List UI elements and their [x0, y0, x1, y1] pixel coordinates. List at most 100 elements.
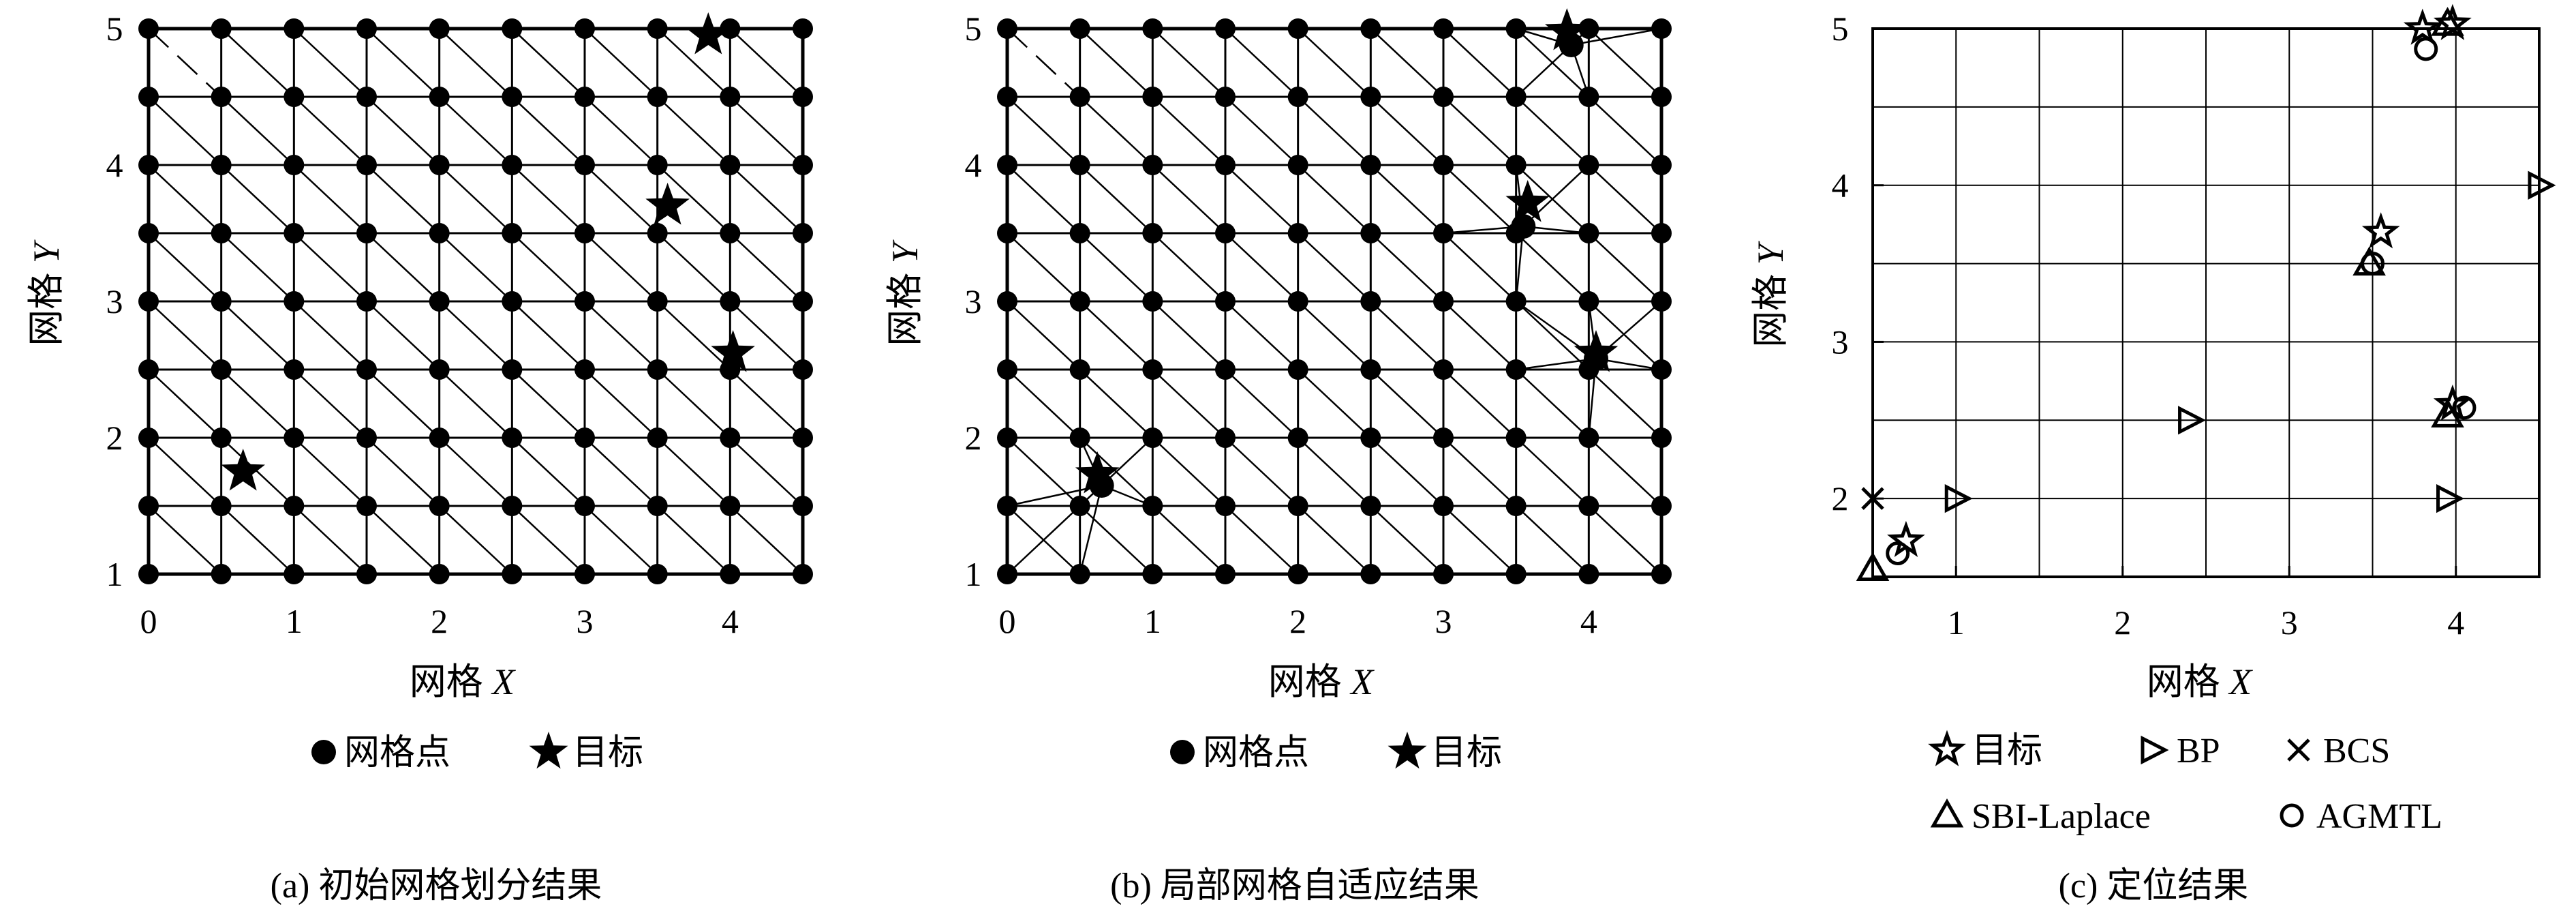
mesh-diagonal — [220, 437, 295, 507]
mesh-diagonal — [1152, 28, 1226, 98]
mesh-point — [574, 359, 595, 380]
mesh-point — [1505, 564, 1527, 584]
mesh-point — [720, 87, 741, 107]
mesh-point — [1215, 359, 1236, 380]
x-tick-label: 0 — [999, 602, 1016, 640]
mesh-point — [1142, 359, 1163, 380]
mesh-diagonal — [1443, 369, 1517, 438]
mesh-diagonal — [293, 505, 367, 575]
mesh-diagonal — [1443, 437, 1517, 507]
mesh-diagonal — [584, 164, 658, 234]
mesh-diagonal — [511, 96, 585, 166]
legend-label: SBI-Laplace — [1972, 797, 2151, 836]
mesh-point — [1433, 18, 1454, 39]
mesh-diagonal — [1515, 505, 1590, 575]
mesh-point — [1505, 291, 1527, 312]
mesh-diagonal — [729, 505, 803, 575]
marker-triangle-right — [2178, 406, 2207, 435]
mesh-diagonal — [220, 164, 295, 234]
x-tick-label: 1 — [286, 602, 303, 640]
target-star — [1545, 8, 1589, 50]
x-tick-label: 2 — [2114, 603, 2131, 642]
mesh-point — [429, 155, 450, 175]
mesh-diagonal — [438, 437, 513, 507]
mesh-diagonal — [1007, 233, 1081, 302]
mesh-diagonal — [220, 369, 295, 438]
mesh-point — [1287, 359, 1308, 380]
mesh-diagonal — [656, 505, 731, 575]
mesh-point — [1215, 223, 1236, 243]
mesh-point — [720, 223, 741, 243]
mesh-diagonal — [1152, 164, 1226, 234]
mesh-point — [1142, 87, 1163, 107]
x-tick-label: 2 — [431, 602, 448, 640]
mesh-point — [1142, 496, 1163, 516]
mesh-diagonal — [1297, 28, 1372, 98]
mesh-diagonal — [1225, 369, 1299, 438]
mesh-point — [356, 155, 377, 175]
mesh-diagonal — [366, 28, 440, 98]
mesh-point — [574, 428, 595, 448]
mesh-point — [793, 18, 813, 39]
mesh-point — [1069, 496, 1090, 516]
mesh-point — [1360, 359, 1381, 380]
mesh-point — [138, 87, 159, 107]
mesh-diagonal — [438, 301, 513, 370]
mesh-point — [356, 291, 377, 312]
mesh-diagonal — [656, 437, 731, 507]
mesh-diagonal — [220, 28, 295, 98]
mesh-point — [1360, 18, 1381, 39]
marker-circle — [2361, 252, 2385, 276]
x-tick-label: 4 — [722, 602, 739, 640]
mesh-point — [211, 87, 232, 107]
marker-triangle-right — [1944, 484, 1973, 513]
mesh-diagonal — [438, 505, 513, 575]
mesh-point — [1287, 564, 1308, 584]
mesh-point — [647, 155, 668, 175]
mesh-point — [283, 291, 305, 312]
y-tick-label: 2 — [1832, 479, 1849, 518]
y-axis-label: 网格 Y — [1750, 241, 1791, 348]
mesh-diagonal — [293, 28, 367, 98]
mesh-point — [1069, 291, 1090, 312]
mesh-diagonal — [511, 369, 585, 438]
mesh-diagonal — [1297, 369, 1372, 438]
mesh-point — [429, 87, 450, 107]
refinement-line — [1571, 27, 1662, 46]
mesh-diagonal — [511, 505, 585, 575]
legend-mesh-point-label: 网格点 — [1203, 734, 1309, 773]
mesh-point — [1287, 155, 1308, 175]
refinement-line — [1007, 485, 1103, 575]
mesh-point — [1651, 155, 1672, 175]
mesh-point — [647, 359, 668, 380]
mesh-point — [356, 359, 377, 380]
mesh-point — [1360, 564, 1381, 584]
mesh-diagonal — [729, 369, 803, 438]
mesh-point — [647, 223, 668, 243]
mesh-point — [1215, 291, 1236, 312]
mesh-point — [502, 87, 523, 107]
mesh-point — [1651, 291, 1672, 312]
mesh-diagonal — [1152, 233, 1226, 302]
x-axis-label: 网格 X — [410, 661, 517, 702]
mesh-diagonal — [1515, 233, 1590, 302]
target-star — [221, 449, 265, 491]
mesh-diagonal — [511, 28, 585, 98]
mesh-point — [574, 564, 595, 584]
mesh-diagonal — [148, 505, 222, 575]
mesh-diagonal — [293, 437, 367, 507]
mesh-point — [1287, 18, 1308, 39]
mesh-diagonal — [1370, 28, 1444, 98]
mesh-point — [1505, 496, 1527, 516]
y-tick-label: 4 — [965, 146, 982, 184]
mesh-diagonal — [1588, 301, 1662, 370]
mesh-point — [1433, 87, 1454, 107]
mesh-point — [1578, 155, 1599, 175]
mesh-diagonal — [1152, 505, 1226, 575]
mesh-point — [793, 496, 813, 516]
marker-star — [2403, 8, 2442, 45]
y-tick-label: 1 — [965, 555, 982, 593]
